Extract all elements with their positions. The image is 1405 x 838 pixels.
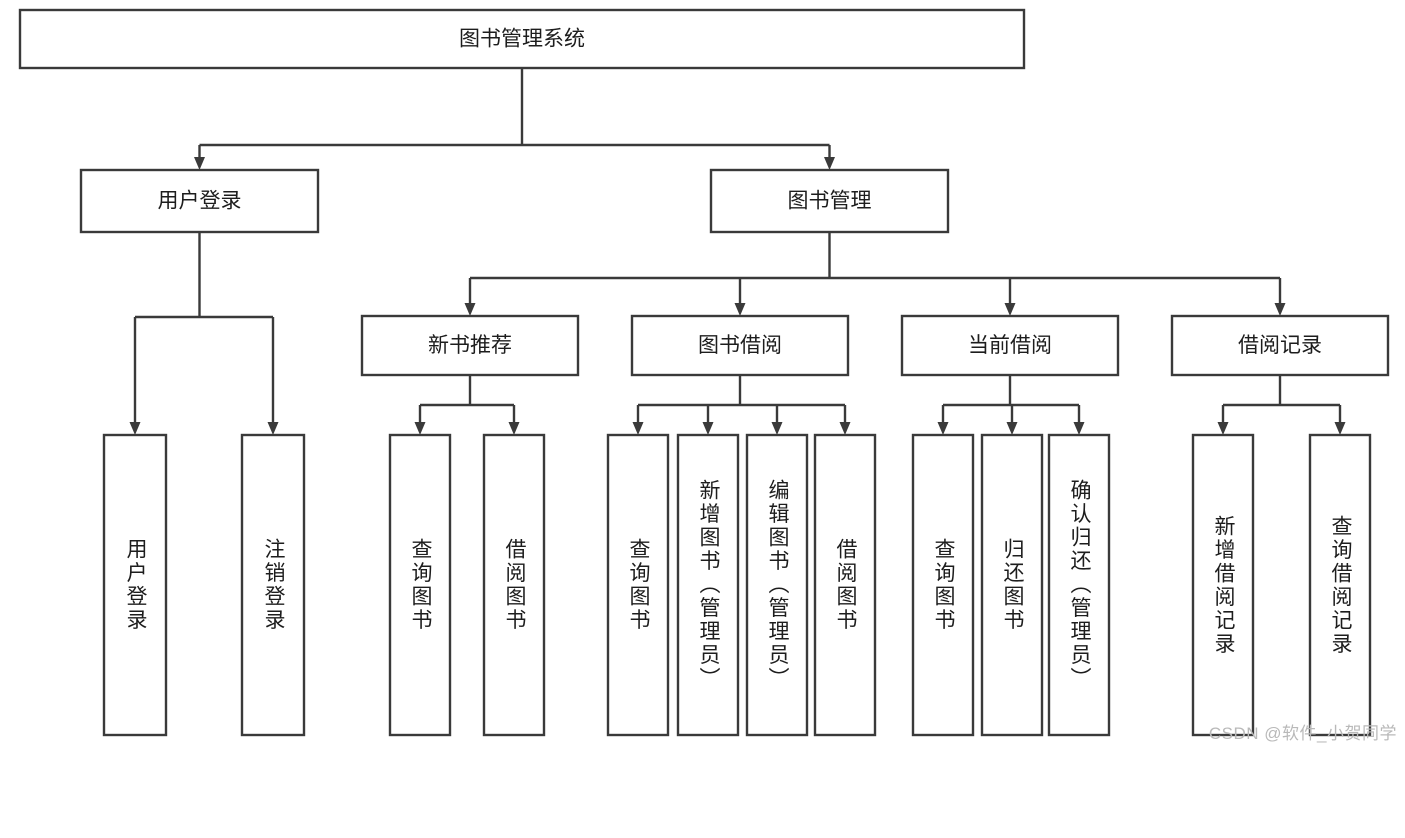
node-box-leaf-confirm-return (1047, 433, 1111, 737)
node-label-n-new-book-rec: 新书推荐 (428, 334, 512, 357)
flowchart-diagram: 图书管理系统用户登录图书管理新书推荐图书借阅当前借阅借阅记录 用户登录注销登录查… (18, 8, 1397, 743)
node-box-n-book-mgmt (709, 168, 950, 234)
arrowhead-leaf-borrow-book-2 (839, 422, 851, 435)
node-box-leaf-return-book (980, 433, 1044, 737)
node-label-n-book-borrow: 图书借阅 (698, 334, 782, 357)
arrowhead-n-current-borrow (1004, 303, 1016, 316)
arrowhead-leaf-query-record (1334, 422, 1346, 435)
node-label-n-book-mgmt: 图书管理 (788, 190, 872, 213)
node-box-n-book-borrow (630, 314, 850, 377)
node-box-leaf-logout (240, 433, 306, 737)
arrowhead-leaf-query-book-3 (937, 422, 949, 435)
watermark: CSDN @软件_小贺同学 (1208, 724, 1397, 743)
boxes-layer (18, 8, 1390, 737)
arrowhead-leaf-edit-book (771, 422, 783, 435)
node-label-n-user-login: 用户登录 (158, 190, 242, 213)
node-box-leaf-query-book-3 (911, 433, 975, 737)
node-box-n-borrow-record (1170, 314, 1390, 377)
arrowhead-leaf-return-book (1006, 422, 1018, 435)
arrowhead-leaf-user-login (129, 422, 141, 435)
arrowhead-leaf-add-record (1217, 422, 1229, 435)
node-box-leaf-borrow-book-2 (813, 433, 877, 737)
arrowhead-leaf-confirm-return (1073, 422, 1085, 435)
arrowhead-leaf-query-book-1 (414, 422, 426, 435)
node-box-leaf-user-login (102, 433, 168, 737)
arrowhead-leaf-logout (267, 422, 279, 435)
node-box-leaf-add-record (1191, 433, 1255, 737)
arrowhead-leaf-borrow-book-1 (508, 422, 520, 435)
node-box-leaf-add-book (676, 433, 740, 737)
node-box-leaf-edit-book (745, 433, 809, 737)
node-box-n-new-book-rec (360, 314, 580, 377)
arrowhead-leaf-query-book-2 (632, 422, 644, 435)
arrowhead-n-new-book-rec (464, 303, 476, 316)
node-label-n-current-borrow: 当前借阅 (968, 334, 1052, 357)
arrowhead-n-book-mgmt (824, 157, 835, 170)
node-label-root: 图书管理系统 (459, 28, 585, 51)
node-box-leaf-query-book-2 (606, 433, 670, 737)
node-box-leaf-query-book-1 (388, 433, 452, 737)
edges-layer (129, 68, 1346, 435)
arrowhead-n-user-login (194, 157, 205, 170)
node-box-n-current-borrow (900, 314, 1120, 377)
node-label-n-borrow-record: 借阅记录 (1238, 334, 1322, 357)
node-box-leaf-borrow-book-1 (482, 433, 546, 737)
node-box-n-user-login (79, 168, 320, 234)
arrowhead-n-borrow-record (1274, 303, 1286, 316)
arrowhead-n-book-borrow (734, 303, 746, 316)
node-box-root (18, 8, 1026, 70)
arrowhead-leaf-add-book (702, 422, 714, 435)
node-box-leaf-query-record (1308, 433, 1372, 737)
